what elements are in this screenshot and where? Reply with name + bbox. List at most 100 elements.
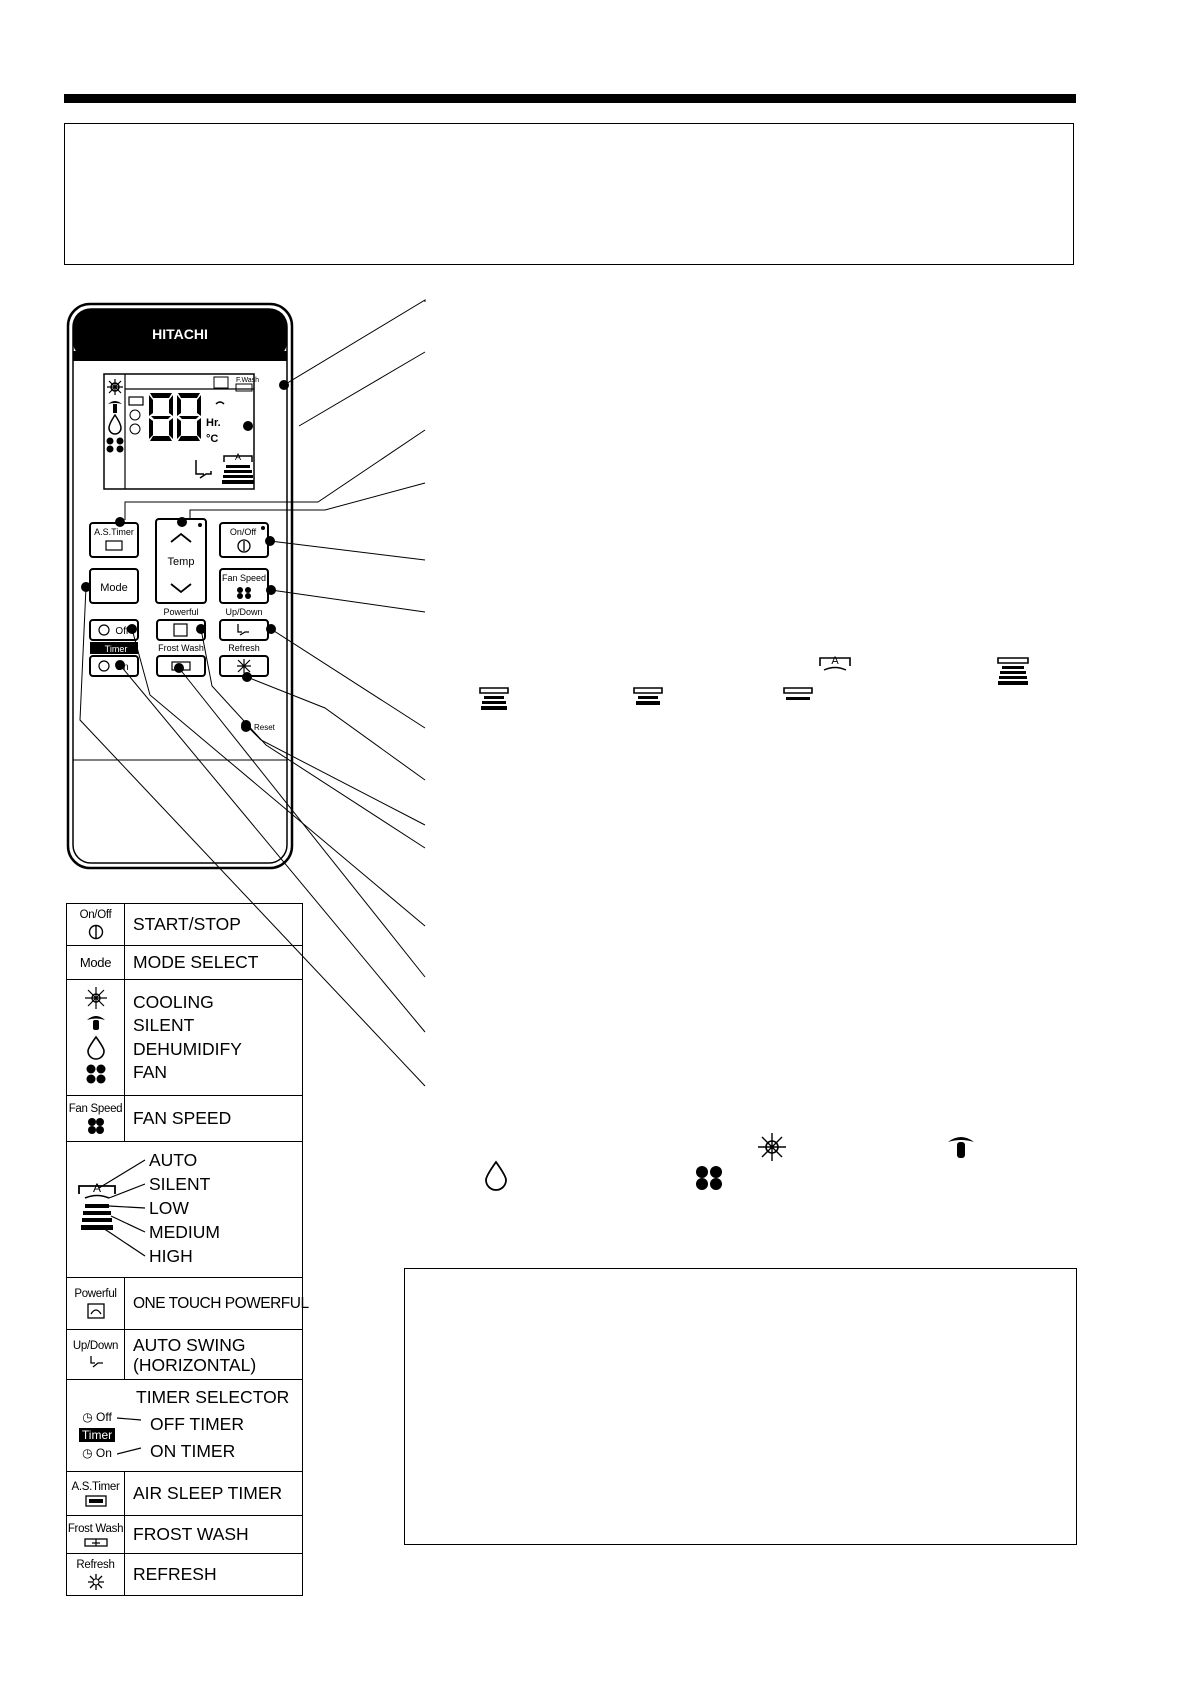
frost-wash-button[interactable] [156, 655, 206, 677]
legend-row: COOLING SILENT DEHUMIDIFY FAN [66, 979, 303, 1096]
legend-text: HIGH [149, 1246, 193, 1266]
svg-text:A: A [235, 452, 241, 462]
power-icon [88, 924, 103, 939]
svg-text:A.S.Timer: A.S.Timer [94, 527, 134, 537]
legend-text: SILENT [149, 1174, 211, 1194]
off-timer-button[interactable]: Off [89, 619, 139, 641]
as-timer-button[interactable]: A.S.Timer [89, 522, 139, 558]
legend-text: FROST WASH [124, 1515, 303, 1554]
legend-text: SILENT [133, 1015, 195, 1035]
clock-icon [129, 409, 141, 421]
legend-icon-cell: Frost Wash [66, 1515, 125, 1554]
on-timer-icon: ◷ On [82, 1446, 112, 1460]
legend-icon-cell: Mode [66, 945, 125, 980]
legend-icon-label: Mode [79, 955, 112, 970]
fan-icon [86, 1064, 105, 1084]
legend-text: OFF TIMER [150, 1414, 244, 1434]
legend-text: FAN SPEED [124, 1095, 303, 1142]
svg-text:A: A [93, 1181, 101, 1195]
remote-controller: HITACHI Hr. °C F.Wash A [66, 302, 294, 870]
svg-text:Temp: Temp [168, 556, 195, 568]
fan-level-legend-cell: A AUTO SILENT LOW MEDIUM HIGH [66, 1141, 303, 1278]
lcd-display: Hr. °C F.Wash A [103, 373, 259, 490]
legend-row: ◷ Off Timer ◷ On TIMER SELECTOR OFF TIME… [66, 1379, 303, 1472]
on-off-button[interactable]: On/Off [219, 522, 269, 558]
note-box [404, 1268, 1077, 1545]
brand-logo: HITACHI [152, 326, 208, 342]
legend-text: ONE TOUCH POWERFUL [124, 1277, 309, 1330]
mode-button[interactable]: Mode [89, 568, 139, 604]
dehumidify-icon [485, 1160, 507, 1191]
legend-text: AIR SLEEP TIMER [124, 1471, 303, 1516]
powerful-label: Powerful [163, 607, 198, 617]
legend-row: Frost Wash FROST WASH [66, 1515, 303, 1554]
legend-text: REFRESH [124, 1553, 303, 1596]
legend-row: Refresh REFRESH [66, 1553, 303, 1596]
legend-row: Fan Speed FAN SPEED [66, 1095, 303, 1142]
header-box [64, 123, 1074, 265]
legend-text-group: AUTO SWING (HORIZONTAL) [124, 1329, 303, 1380]
legend-row: On/Off START/STOP [66, 903, 303, 946]
dehumidify-mode-icon [108, 413, 122, 435]
legend-icon-label: On/Off [79, 908, 112, 921]
fan-speed-button[interactable]: Fan Speed [219, 568, 269, 604]
button-legend-table: On/Off START/STOP Mode MODE SELECT COOLI… [66, 903, 309, 1596]
up-down-label: Up/Down [225, 607, 262, 617]
legend-text: DEHUMIDIFY [133, 1038, 242, 1059]
mode-icons-row [485, 1133, 974, 1191]
refresh-label: Refresh [228, 643, 260, 653]
hour-indicator: Hr. [206, 417, 221, 429]
fan-icon [696, 1166, 722, 1190]
silent-mode-icon [108, 401, 122, 413]
svg-text:On: On [115, 662, 128, 673]
signal-icon [215, 401, 225, 405]
frost-wash-indicator: F.Wash [236, 377, 259, 384]
fan-auto-icon: A [819, 655, 851, 671]
legend-text: AUTO SWING [133, 1334, 246, 1355]
fan-low-icon [633, 687, 663, 705]
off-timer-icon: ◷ Off [82, 1410, 112, 1424]
timer-leader-lines [117, 1417, 142, 1455]
powerful-button[interactable] [156, 619, 206, 641]
legend-icon-label: Fan Speed [68, 1102, 123, 1115]
reset-button[interactable]: Reset [241, 722, 276, 732]
sleep-timer-icon [84, 1494, 107, 1507]
sleep-timer-indicator-icon [128, 396, 144, 406]
legend-icon-label: A.S.Timer [71, 1480, 120, 1493]
up-down-button[interactable] [219, 619, 269, 641]
svg-text:Fan Speed: Fan Speed [222, 573, 266, 583]
cool-icon [84, 987, 107, 1009]
legend-icon-label: Powerful [74, 1287, 117, 1300]
segment-digits [149, 393, 201, 441]
legend-icon-label: Frost Wash [67, 1522, 124, 1535]
fan-level-icons-row-2 [479, 687, 813, 710]
timer-icon: Timer [78, 1428, 116, 1442]
on-timer-button[interactable]: On [89, 655, 139, 677]
refresh-button[interactable] [219, 655, 269, 677]
legend-icon-cell [66, 979, 125, 1096]
cool-icon [758, 1133, 786, 1161]
powerful-indicator-icon [213, 376, 229, 389]
temp-button[interactable]: Temp [155, 518, 207, 604]
timer-legend-cell: ◷ Off Timer ◷ On TIMER SELECTOR OFF TIME… [66, 1379, 303, 1472]
fan-level-icons-row: A [819, 655, 1029, 685]
silent-icon [86, 1016, 105, 1030]
power-icon [237, 539, 251, 553]
legend-text: ON TIMER [150, 1441, 236, 1461]
mode-icons [84, 987, 107, 1084]
legend-icon-cell: Refresh [66, 1553, 125, 1596]
celsius-indicator: °C [206, 433, 218, 445]
legend-row: Up/Down AUTO SWING (HORIZONTAL) [66, 1329, 303, 1380]
legend-text-group: COOLING SILENT DEHUMIDIFY FAN [124, 979, 303, 1096]
legend-text: MODE SELECT [124, 945, 303, 980]
legend-text: AUTO [149, 1150, 198, 1170]
legend-text: MEDIUM [149, 1222, 220, 1242]
header-rule [64, 94, 1076, 103]
swing-icon [89, 1355, 103, 1368]
svg-text:Mode: Mode [100, 582, 128, 594]
legend-icon-label: Up/Down [72, 1339, 119, 1352]
legend-row: Powerful ONE TOUCH POWERFUL [66, 1277, 309, 1330]
legend-icon-label: Refresh [76, 1558, 115, 1571]
svg-text:A: A [831, 655, 839, 667]
svg-text:Reset: Reset [254, 723, 276, 732]
